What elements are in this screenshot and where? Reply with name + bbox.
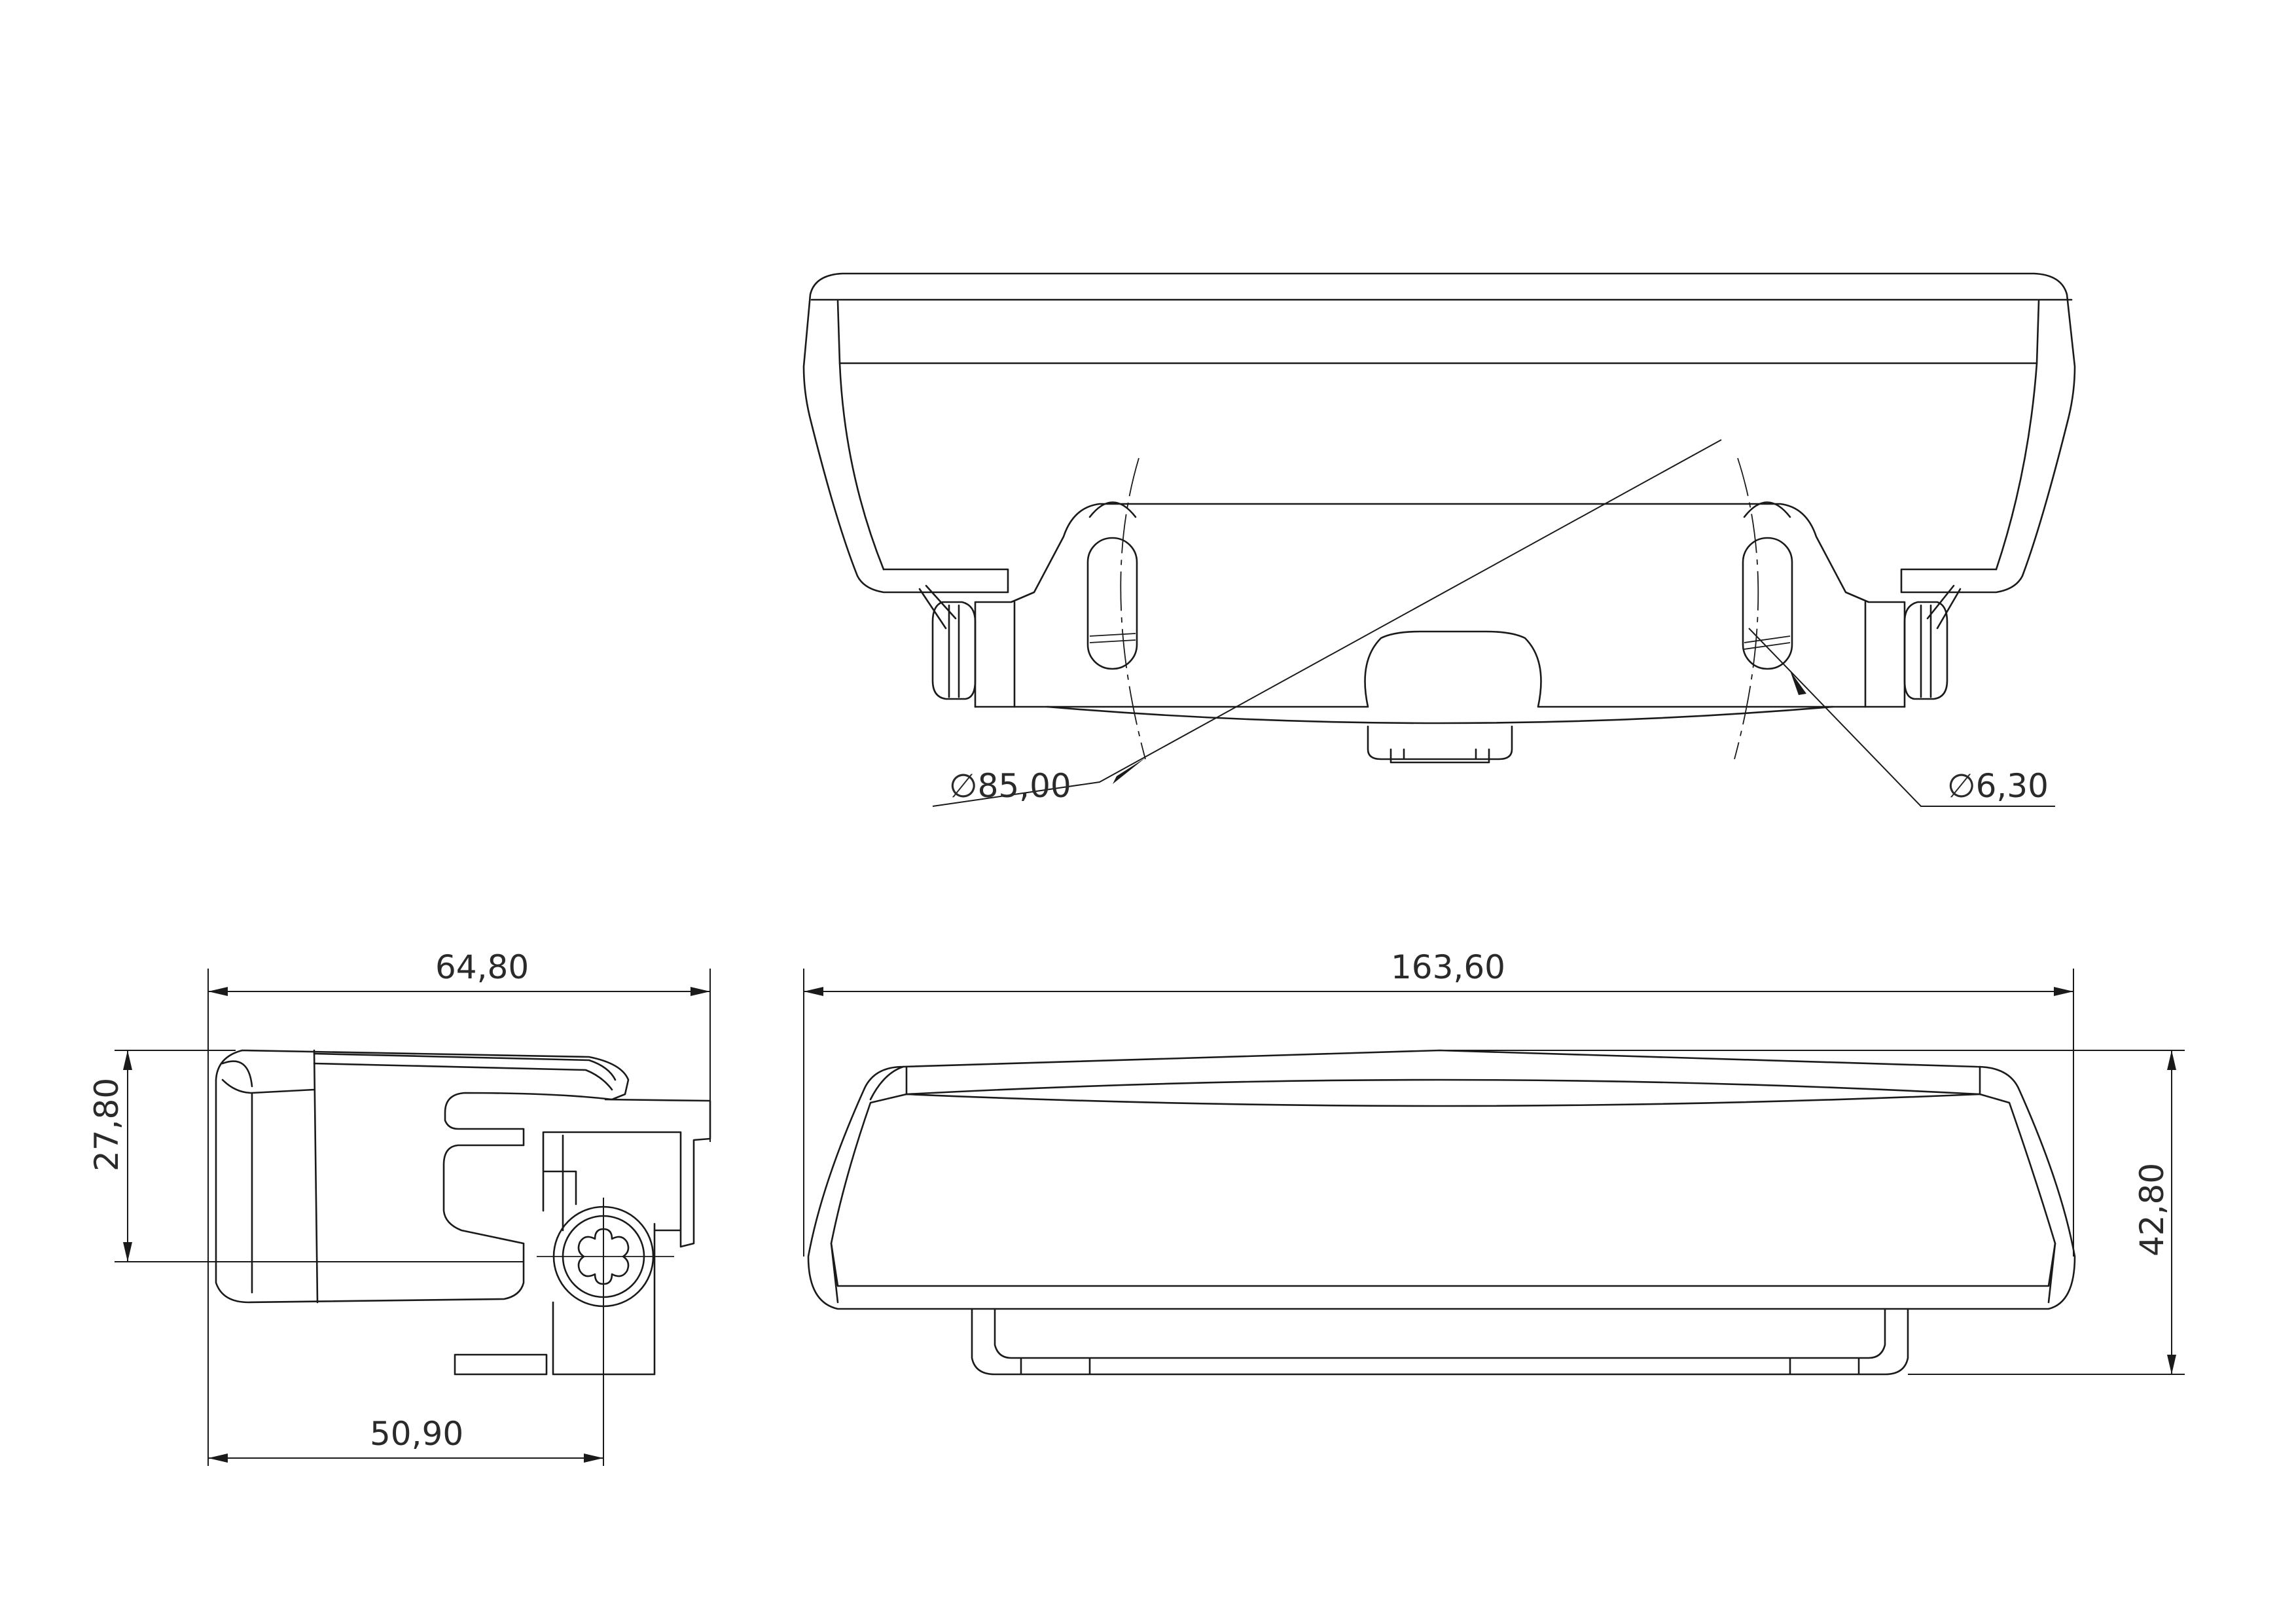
side-view: 64,80 27,80 50,90: [88, 948, 711, 1466]
dim-42-80-label: 42,80: [2133, 1163, 2171, 1257]
right-pivot: [1903, 601, 1948, 700]
dim-163-60-line: [803, 969, 2074, 1257]
side-lens-lines: [313, 1052, 617, 1091]
dim-50-90-line: [208, 1198, 604, 1466]
housing-side-curves: [838, 362, 2038, 571]
side-connector: [542, 1098, 711, 1248]
left-pivot: [931, 601, 977, 700]
dim-64-80-label: 64,80: [435, 948, 529, 986]
dim-42-80-arrow-bottom: [2167, 1355, 2176, 1374]
bolt-circle-arc-left: [1120, 457, 1146, 760]
front-lens-top: [869, 1065, 1981, 1101]
bracket-plate: [974, 503, 1906, 708]
housing-front-band: [810, 298, 2073, 365]
housing-outline: [802, 272, 2076, 594]
dim-27-80-arrow-top: [123, 1050, 132, 1070]
dim-50-90-arrow-right: [584, 1454, 603, 1463]
front-lens-edges: [830, 1093, 2056, 1304]
dim-64-80-line: [207, 969, 711, 1466]
leader-6-30-arrow: [1790, 671, 1806, 695]
dim-64-80-arrow-left: [208, 987, 228, 996]
dim-42-80-line: [1440, 1050, 2185, 1375]
leader-6-30: [1748, 628, 2055, 807]
dim-64-80-arrow-right: [691, 987, 710, 996]
bolt-circle-arc-right: [1734, 457, 1759, 760]
dim-50-90-label: 50,90: [370, 1415, 463, 1453]
straps: [918, 584, 1962, 630]
right-slot: [1742, 537, 1793, 670]
dim-27-80-label: 27,80: [88, 1078, 126, 1171]
front-base: [971, 1308, 1909, 1376]
right-slot-mark: [1744, 635, 1791, 650]
side-housing-inner: [221, 1049, 319, 1304]
dim-50-90-arrow-left: [208, 1454, 228, 1463]
leader-85: [932, 439, 1722, 807]
dim-6-30-label: ∅6,30: [1947, 767, 2049, 805]
dim-163-60-label: 163,60: [1391, 948, 1505, 986]
dim-27-80-arrow-bottom: [123, 1242, 132, 1262]
front-housing: [807, 1049, 2076, 1310]
bracket-notch: [974, 630, 1906, 708]
front-lens-face: [830, 1093, 2056, 1287]
dim-42-80-arrow-top: [2167, 1050, 2176, 1070]
dim-27-80-line: [115, 1050, 524, 1262]
dim-163-60-arrow-right: [2054, 987, 2073, 996]
dim-163-60-arrow-left: [804, 987, 823, 996]
adjust-knob: [1367, 725, 1513, 764]
side-housing: [215, 1049, 630, 1304]
front-view: 163,60 42,80: [803, 948, 2185, 1376]
left-slot-mark: [1089, 633, 1136, 643]
leader-85-arrow: [1113, 758, 1145, 784]
lens-bottom-curve: [1046, 705, 1834, 724]
left-slot: [1086, 537, 1138, 670]
dim-85-label: ∅85,00: [949, 767, 1071, 805]
slot-bosses: [1088, 501, 1791, 518]
top-view: ∅85,00 ∅6,30: [802, 272, 2076, 807]
